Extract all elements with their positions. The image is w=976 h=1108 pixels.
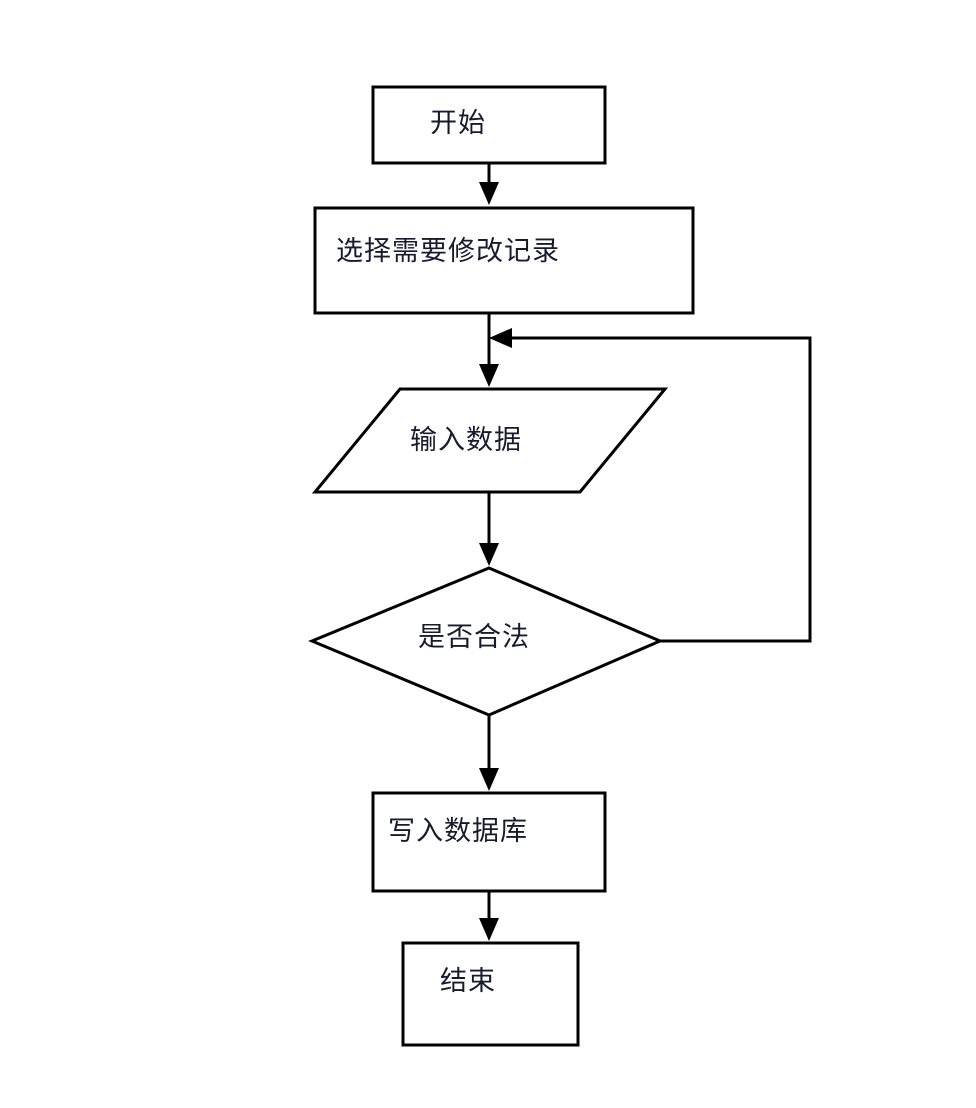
node-write-db-shape[interactable]: [371, 791, 607, 893]
edge-valid-retry: [489, 328, 812, 643]
node-input-data-label: 输入数据: [410, 425, 522, 455]
node-is-valid-label: 是否合法: [418, 622, 530, 652]
node-end-label: 结束: [440, 966, 496, 996]
node-start-label: 开始: [430, 108, 486, 138]
node-is-valid-shape[interactable]: [308, 566, 664, 717]
edge-select-input: [479, 313, 499, 387]
node-write-db-label: 写入数据库: [388, 816, 528, 846]
node-start-shape[interactable]: [371, 85, 607, 165]
node-end-shape[interactable]: [401, 941, 580, 1047]
edge-write-end: [479, 891, 499, 941]
edge-start-select: [479, 163, 499, 205]
node-select-record-shape[interactable]: [313, 206, 695, 315]
node-select-record-label: 选择需要修改记录: [336, 236, 560, 266]
edge-valid-write: [479, 715, 499, 791]
node-input-data-shape[interactable]: [311, 387, 669, 494]
edge-input-valid: [479, 492, 499, 566]
